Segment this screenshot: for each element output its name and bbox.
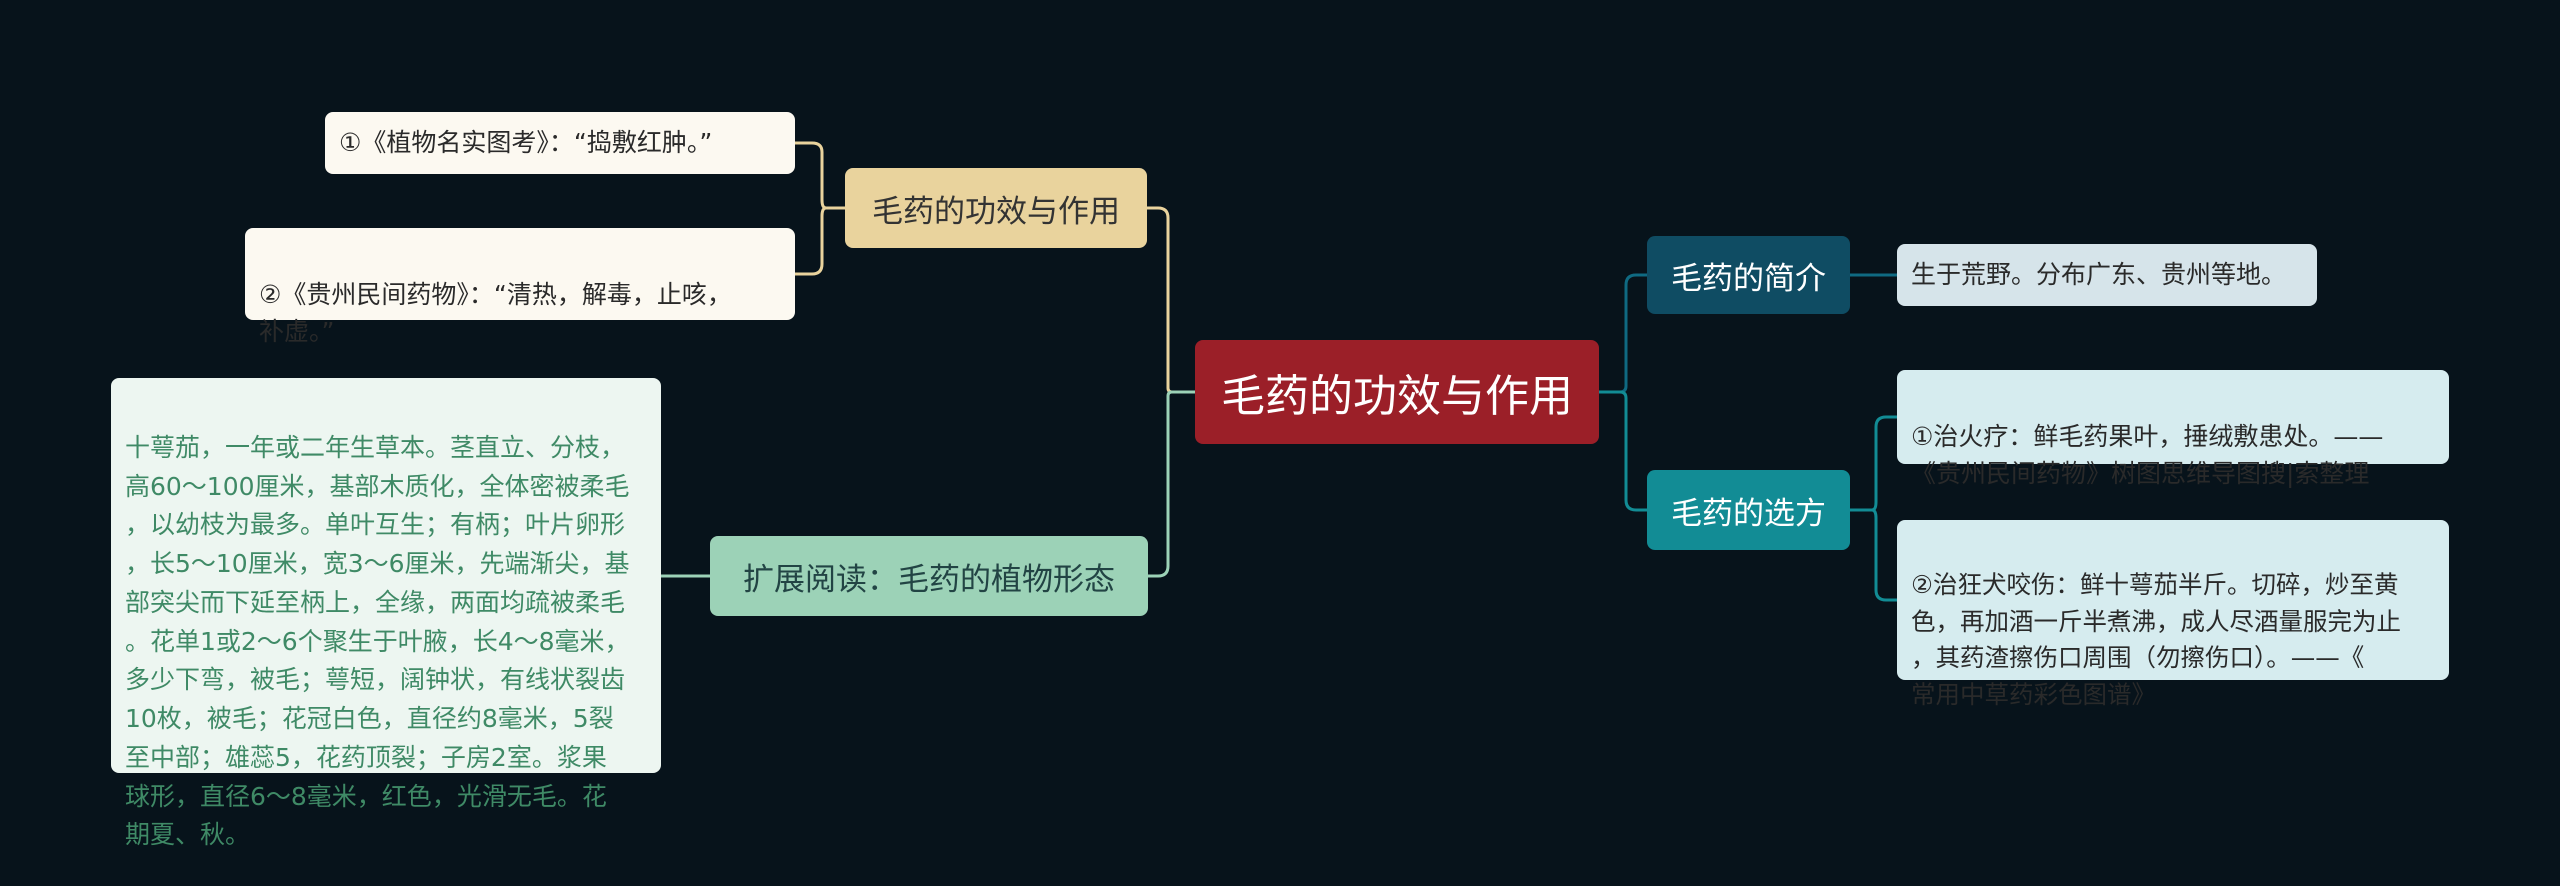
intro-leaf-text: 生于荒野。分布广东、贵州等地。 xyxy=(1911,260,2287,290)
connector-root-effect xyxy=(1147,206,1195,394)
recipe-leaf-2-text: ②治狂犬咬伤：鲜十萼茄半斤。切碎，炒至黄 色，再加酒一斤半煮沸，成人尽酒量服完为… xyxy=(1911,569,2401,709)
branch-effect-label: 毛药的功效与作用 xyxy=(872,193,1120,230)
branch-intro-label: 毛药的简介 xyxy=(1671,260,1826,297)
branch-extend-reading[interactable]: 扩展阅读：毛药的植物形态 xyxy=(710,536,1148,616)
connector-root-recipe xyxy=(1599,390,1647,512)
intro-leaf[interactable]: 生于荒野。分布广东、贵州等地。 xyxy=(1897,244,2317,306)
connector-effect-leaf2 xyxy=(795,206,845,276)
connector-recipe-leaf1 xyxy=(1850,415,1897,512)
effect-leaf-2[interactable]: ②《贵州民间药物》：“清热，解毒，止咳， 补虚。” xyxy=(245,228,795,346)
extend-reading-leaf[interactable]: 十萼茄，一年或二年生草本。茎直立、分枝， 高60～100厘米，基部木质化，全体密… xyxy=(111,378,661,849)
branch-recipe-label: 毛药的选方 xyxy=(1671,495,1826,532)
recipe-leaf-1-text: ①治火疗：鲜毛药果叶，捶绒敷患处。—— 《贵州民间药物》树图思维导图搜|索整理 xyxy=(1911,421,2384,489)
branch-effect[interactable]: 毛药的功效与作用 xyxy=(845,168,1147,248)
connector-effect-leaf1 xyxy=(795,141,845,210)
recipe-leaf-2[interactable]: ②治狂犬咬伤：鲜十萼茄半斤。切碎，炒至黄 色，再加酒一斤半煮沸，成人尽酒量服完为… xyxy=(1897,520,2449,709)
effect-leaf-1-text: ①《植物名实图考》：“捣敷红肿。” xyxy=(339,128,713,158)
root-topic[interactable]: 毛药的功效与作用 xyxy=(1195,340,1599,444)
effect-leaf-2-text: ②《贵州民间药物》：“清热，解毒，止咳， 补虚。” xyxy=(259,279,732,347)
effect-leaf-1[interactable]: ①《植物名实图考》：“捣敷红肿。” xyxy=(325,112,795,174)
branch-extend-reading-label: 扩展阅读：毛药的植物形态 xyxy=(743,561,1115,598)
root-topic-label: 毛药的功效与作用 xyxy=(1221,371,1573,422)
extend-reading-leaf-text: 十萼茄，一年或二年生草本。茎直立、分枝， 高60～100厘米，基部木质化，全体密… xyxy=(125,432,630,850)
branch-recipe[interactable]: 毛药的选方 xyxy=(1647,470,1850,550)
connector-root-extend xyxy=(1148,390,1195,578)
branch-intro[interactable]: 毛药的简介 xyxy=(1647,236,1850,314)
connector-root-intro xyxy=(1599,273,1647,394)
recipe-leaf-1[interactable]: ①治火疗：鲜毛药果叶，捶绒敷患处。—— 《贵州民间药物》树图思维导图搜|索整理 xyxy=(1897,370,2449,488)
connector-recipe-leaf2 xyxy=(1850,508,1897,602)
